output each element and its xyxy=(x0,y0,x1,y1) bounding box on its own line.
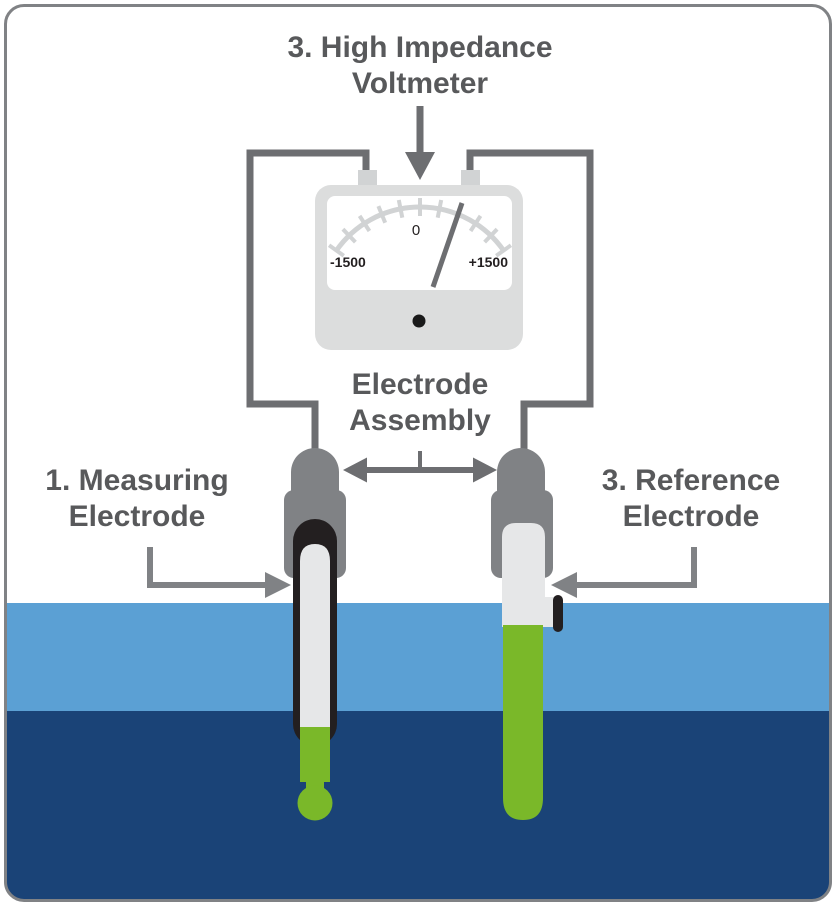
reference-callout-arrow-icon xyxy=(551,547,697,598)
left-wire xyxy=(246,149,370,452)
voltmeter-label: 3. High Impedance Voltmeter xyxy=(220,30,620,102)
electrode-assembly-label: Electrode Assembly xyxy=(220,367,620,439)
gauge-pivot-dot xyxy=(412,314,426,328)
measuring-callout-arrow-icon xyxy=(147,547,291,598)
down-arrow-icon xyxy=(405,106,435,180)
reference-electrode xyxy=(491,448,563,820)
measuring-electrode-line1: 1. Measuring xyxy=(45,464,229,497)
electrode-assembly-line1: Electrode xyxy=(351,368,489,401)
water-surface-layer xyxy=(5,603,831,711)
right-wire xyxy=(466,149,594,452)
water-region xyxy=(5,5,831,901)
assembly-span-arrow-icon xyxy=(343,451,497,483)
gauge-min-label: -1500 xyxy=(330,254,366,270)
voltmeter: 0 -1500 +1500 xyxy=(315,170,523,350)
reference-electrode-line2: Electrode xyxy=(622,500,760,533)
reference-electrode-tip xyxy=(503,625,543,820)
reference-electrode-label: 3. Reference Electrode xyxy=(491,463,836,535)
gauge-zero-label: 0 xyxy=(412,222,420,239)
voltmeter-label-line2: Voltmeter xyxy=(351,67,489,100)
gauge-needle xyxy=(430,202,465,288)
reference-electrode-body xyxy=(502,523,557,627)
voltmeter-label-line1: 3. High Impedance xyxy=(287,31,553,64)
gauge-max-label: +1500 xyxy=(469,254,509,270)
measuring-electrode-label: 1. Measuring Electrode xyxy=(0,463,337,535)
reference-electrode-junction xyxy=(553,595,563,632)
measuring-electrode-tip xyxy=(297,727,333,821)
voltmeter-right-terminal xyxy=(461,170,480,188)
reference-electrode-line1: 3. Reference xyxy=(601,464,781,497)
electrode-assembly-line2: Assembly xyxy=(349,404,491,437)
voltmeter-left-terminal xyxy=(358,170,377,188)
measuring-electrode-line2: Electrode xyxy=(68,500,206,533)
measuring-electrode xyxy=(284,448,346,821)
measuring-electrode-glass xyxy=(300,544,330,727)
water-deep-layer xyxy=(5,711,831,901)
